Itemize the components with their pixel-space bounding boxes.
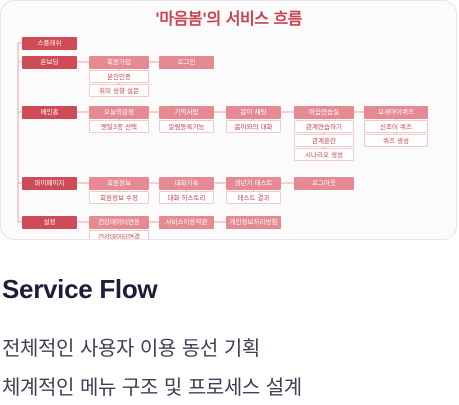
detail-node: 취미 성향 설문 — [89, 84, 149, 97]
detail-node: 봄이와의 대화 — [226, 120, 281, 133]
detail-node: 신조어 퀴즈 — [364, 120, 428, 133]
feature-node: 마음연습실 — [294, 106, 354, 119]
detail-node: 건강데이터연결 — [89, 230, 149, 239]
menu-node: 온보딩 — [22, 56, 77, 69]
feature-node: 로그아웃 — [294, 177, 354, 190]
feature-node: 요새아이퀴즈 — [364, 106, 428, 119]
feature-node: 오늘의감정 — [89, 106, 149, 119]
detail-node: 관계훈련 — [294, 134, 354, 147]
feature-node: 개인정보처리방침 — [226, 216, 281, 229]
feature-node: 회원정보 — [89, 177, 149, 190]
detail-node: 알림등록기능 — [159, 120, 214, 133]
detail-node: 관계연습하기 — [294, 120, 354, 133]
menu-node: 메인홈 — [22, 106, 77, 119]
feature-node: 로그인 — [159, 56, 214, 69]
feature-node: 서비스이용약관 — [159, 216, 214, 229]
diagram-title: '마음봄'의 서비스 흐름 — [155, 9, 302, 28]
section-heading: Service Flow — [2, 274, 158, 304]
detail-node: 맨탈3종 선택 — [89, 120, 149, 133]
feature-node: 건강데이터연동 — [89, 216, 149, 229]
feature-node: 기억서랍 — [159, 106, 214, 119]
detail-node: 테스트 결과 — [226, 191, 281, 204]
feature-node: 봄이 채팅 — [226, 106, 281, 119]
menu-node: 설정 — [22, 216, 77, 229]
detail-node: 본인인증 — [89, 70, 149, 83]
detail-node: 회원정보 수정 — [89, 191, 149, 204]
description-line-1: 전체적인 사용자 이용 동선 기획 — [2, 336, 260, 360]
feature-node: 갱년기 테스트 — [226, 177, 281, 190]
feature-node: 회원가입 — [89, 56, 149, 69]
description-line-2: 체계적인 메뉴 구조 및 프로세스 설계 — [2, 375, 302, 399]
detail-node: 시나리오 생성 — [294, 148, 354, 161]
detail-node: 대화 히스토리 — [159, 191, 214, 204]
menu-node: 스플래쉬 — [22, 37, 77, 50]
menu-node: 마이페이지 — [22, 177, 77, 190]
detail-node: 퀴즈 생성 — [364, 134, 428, 147]
feature-node: 대화기록 — [159, 177, 214, 190]
